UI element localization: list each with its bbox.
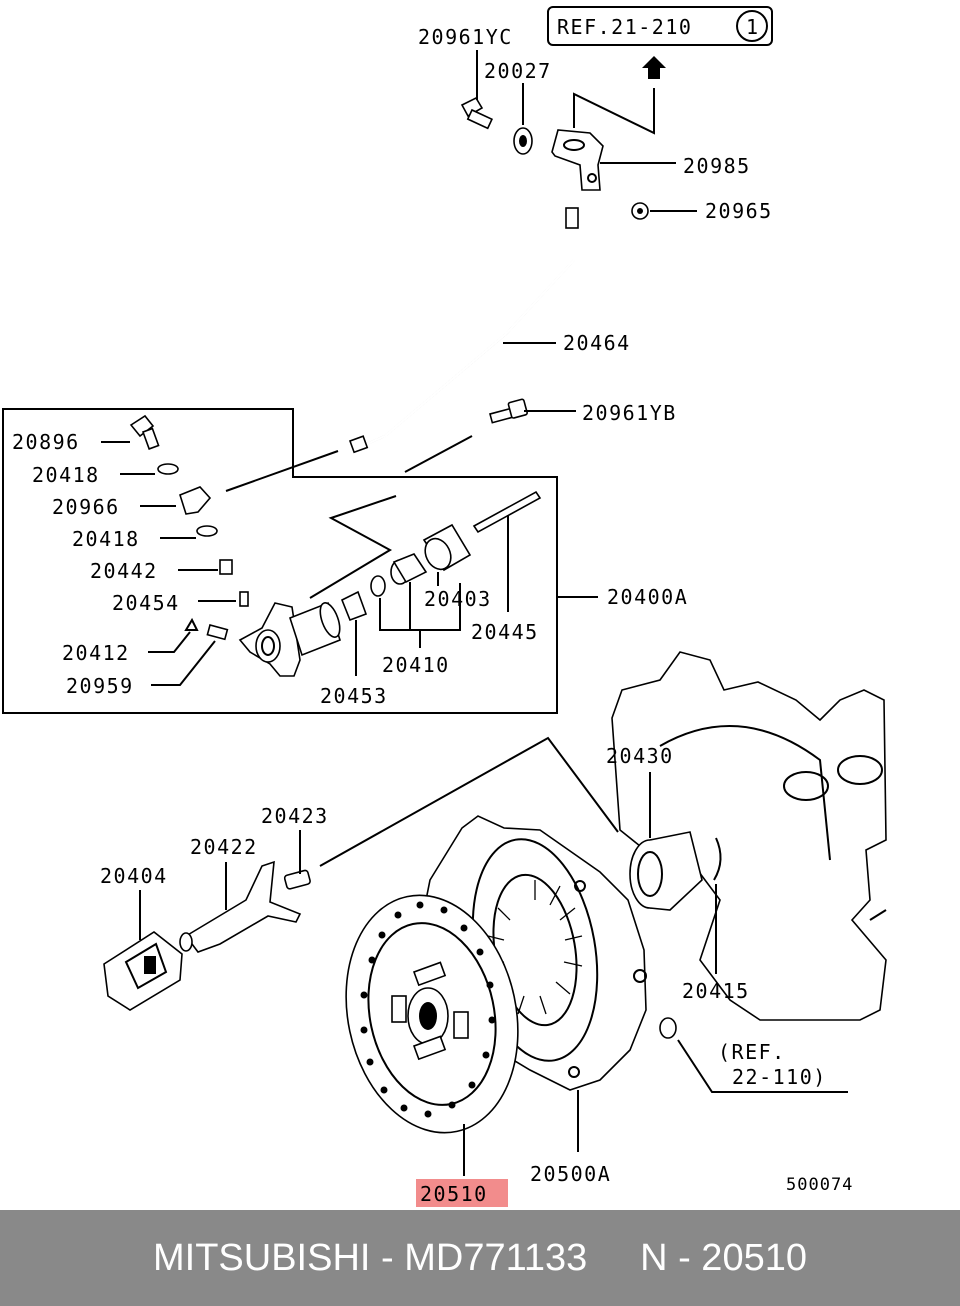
bleeder-20896 bbox=[101, 414, 160, 450]
cup-20410 bbox=[370, 553, 461, 648]
pivot-20423 bbox=[283, 830, 311, 890]
label-20965: 20965 bbox=[705, 199, 773, 223]
label-20961YB: 20961YB bbox=[582, 401, 677, 425]
label-ref-side-line1: (REF. bbox=[718, 1040, 786, 1064]
footer-part-text: MITSUBISHI - MD771133 N - 20510 bbox=[153, 1236, 807, 1279]
boot-20403 bbox=[422, 523, 472, 586]
label-20403: 20403 bbox=[424, 587, 492, 611]
grommet-20027 bbox=[513, 83, 533, 155]
clip-20412 bbox=[148, 617, 199, 653]
label-20896: 20896 bbox=[12, 430, 80, 454]
fork-20422 bbox=[179, 860, 302, 953]
transmission-housing bbox=[611, 651, 887, 1021]
label-20418-upper: 20418 bbox=[32, 463, 100, 487]
label-20453: 20453 bbox=[320, 684, 388, 708]
label-20961YC: 20961YC bbox=[418, 25, 513, 49]
bolt-20961YB bbox=[489, 398, 576, 424]
label-ref-side-line2: 22-110) bbox=[732, 1065, 827, 1089]
ref-top-circle-text: 1 bbox=[746, 15, 760, 39]
clutch-disc-20510 bbox=[345, 894, 519, 1176]
bleeder-20959 bbox=[151, 624, 229, 686]
cap-20442 bbox=[178, 559, 233, 575]
clip-20415 bbox=[713, 837, 722, 974]
assembly-frame-20400A bbox=[2, 408, 558, 714]
washer-20418-upper bbox=[120, 463, 179, 475]
slave-cylinder bbox=[238, 601, 341, 677]
figure-code: 500074 bbox=[786, 1175, 853, 1195]
label-20430: 20430 bbox=[606, 744, 674, 768]
bolt-20961YC bbox=[460, 50, 494, 130]
label-20959: 20959 bbox=[66, 674, 134, 698]
label-20423: 20423 bbox=[261, 804, 329, 828]
ref-top-text: REF.21-210 bbox=[557, 15, 692, 39]
ref-box-top: REF.21-210 1 bbox=[547, 6, 773, 46]
washer-20418-lower bbox=[160, 525, 218, 539]
label-20404: 20404 bbox=[100, 864, 168, 888]
footer-bar: MITSUBISHI - MD771133 N - 20510 bbox=[0, 1210, 960, 1306]
highlight-20510 bbox=[416, 1179, 508, 1207]
label-20410: 20410 bbox=[382, 653, 450, 677]
nut-20965 bbox=[631, 202, 697, 220]
label-20400A: 20400A bbox=[607, 585, 688, 609]
label-20510: 20510 bbox=[420, 1182, 488, 1206]
piston-20453 bbox=[340, 590, 368, 676]
label-20027: 20027 bbox=[484, 59, 552, 83]
label-20422: 20422 bbox=[190, 835, 258, 859]
up-arrow-icon bbox=[573, 56, 666, 135]
spring-20454 bbox=[198, 591, 249, 607]
pin-ref bbox=[659, 1017, 848, 1093]
label-20445: 20445 bbox=[471, 620, 539, 644]
label-20442: 20442 bbox=[90, 559, 158, 583]
bracket-20985 bbox=[551, 129, 676, 191]
label-20415: 20415 bbox=[682, 979, 750, 1003]
label-20966: 20966 bbox=[52, 495, 120, 519]
release-bearing-20430 bbox=[629, 772, 703, 911]
label-20985: 20985 bbox=[683, 154, 751, 178]
label-20454: 20454 bbox=[112, 591, 180, 615]
parts-diagram: REF.21-210 1 bbox=[2, 6, 887, 1207]
clutch-pipe-20464 bbox=[348, 207, 579, 454]
label-20418-lower: 20418 bbox=[72, 527, 140, 551]
label-20500A: 20500A bbox=[530, 1162, 611, 1186]
pushrod-20445 bbox=[472, 490, 542, 612]
label-20412: 20412 bbox=[62, 641, 130, 665]
label-20464: 20464 bbox=[563, 331, 631, 355]
boot-20404 bbox=[103, 890, 183, 1011]
union-20966 bbox=[140, 486, 212, 515]
